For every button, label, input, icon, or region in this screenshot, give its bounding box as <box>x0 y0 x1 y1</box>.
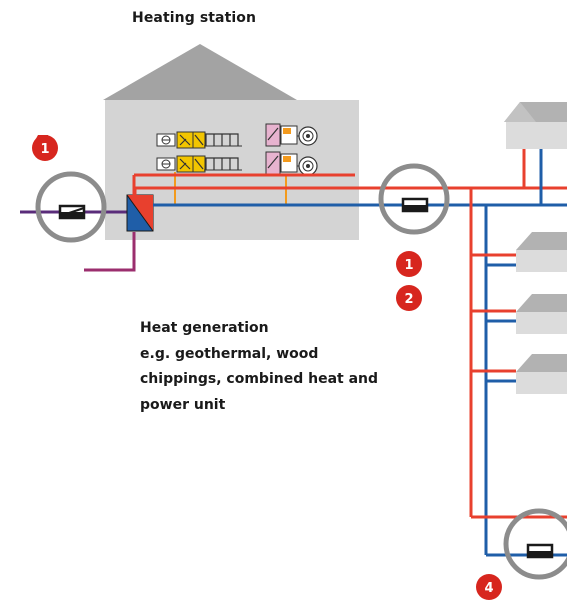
heating-station-title: Heating station <box>132 10 257 26</box>
house-2 <box>516 294 567 334</box>
station-equipment <box>156 123 318 206</box>
meter-ring-bottom <box>503 508 567 580</box>
meter-ring-middle <box>378 163 450 235</box>
marker-bottom-4-label: 4 <box>484 581 493 596</box>
marker-middle-2: 2 <box>396 285 422 311</box>
station-roof <box>103 44 297 100</box>
house-3 <box>516 354 567 394</box>
marker-middle-2-label: 2 <box>404 292 413 307</box>
heat-pump-unit-1 <box>156 131 242 149</box>
heat-exchanger <box>126 194 154 232</box>
heat-pump-unit-2 <box>156 155 242 173</box>
boiler-unit-1 <box>265 123 318 147</box>
house-top <box>504 102 567 149</box>
network-pipes <box>132 149 567 557</box>
marker-middle-1: 1 <box>396 251 422 277</box>
heat-generation-line-3: chippings, combined heat and <box>140 371 379 387</box>
heat-generation-line-1: Heat generation <box>140 320 269 336</box>
marker-left-1-label: 1 <box>40 142 49 157</box>
marker-bottom-4: 4 <box>476 574 502 600</box>
heat-generation-line-2: e.g. geothermal, wood <box>140 345 319 362</box>
house-1 <box>516 232 567 272</box>
marker-middle-1-label: 1 <box>404 258 413 273</box>
boiler-unit-2 <box>265 151 318 176</box>
marker-left-1: 1 <box>32 135 58 161</box>
houses <box>504 102 567 394</box>
magenta-feed-line <box>84 232 136 272</box>
meter-rings <box>35 163 567 580</box>
meter-ring-left <box>35 171 107 243</box>
heat-generation-caption: Heat generation e.g. geothermal, wood ch… <box>140 316 378 418</box>
heat-generation-line-4: power unit <box>140 396 226 413</box>
